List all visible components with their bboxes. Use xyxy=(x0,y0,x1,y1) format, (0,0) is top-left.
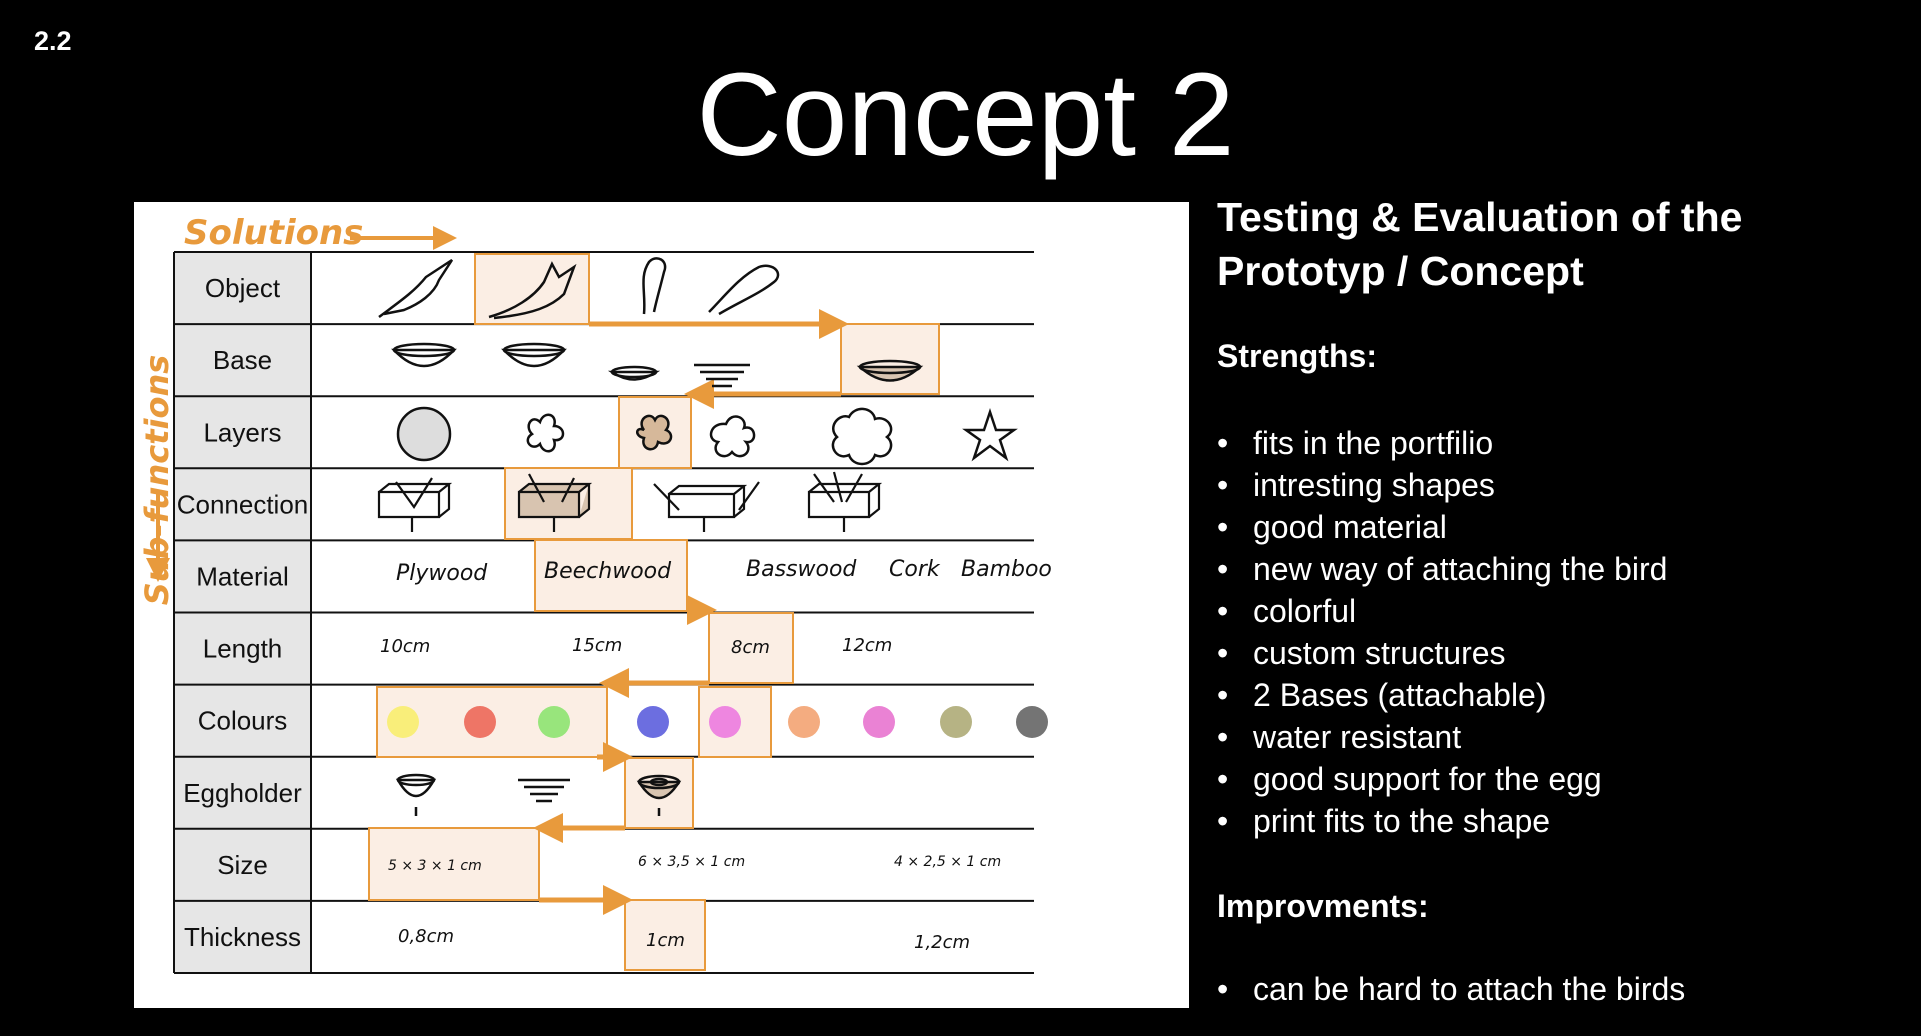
eggholder-layered-icon xyxy=(518,778,570,803)
colour-swatch xyxy=(1016,706,1048,738)
connection-1-icon xyxy=(377,477,453,532)
selected-layer xyxy=(618,396,692,469)
length-10cm: 10cm xyxy=(380,636,430,657)
material-cork: Cork xyxy=(889,557,941,582)
list-item: new way of attaching the bird xyxy=(1217,548,1667,590)
colour-swatch xyxy=(788,706,820,738)
layer-icons xyxy=(396,406,1018,466)
row-label: Base xyxy=(213,345,272,375)
colour-swatches xyxy=(387,706,1048,738)
row-label: Object xyxy=(205,273,281,303)
list-item: 2 Bases (attachable) xyxy=(1217,674,1667,716)
layer-x-shape-icon xyxy=(709,415,756,458)
material-plywood: Plywood xyxy=(396,561,488,586)
list-item: water resistant xyxy=(1217,716,1667,758)
bowl-deep-icon xyxy=(391,348,457,368)
slide-title: Concept 2 xyxy=(696,49,1235,181)
length-options: 10cm 15cm 8cm 12cm xyxy=(380,635,892,658)
selected-base xyxy=(840,323,940,395)
solutions-label: Solutions xyxy=(184,213,363,253)
layer-flower-icon xyxy=(526,413,565,453)
selected-material xyxy=(534,539,688,612)
list-item: can be hard to attach the birds xyxy=(1217,968,1685,1010)
list-item: custom structures xyxy=(1217,632,1667,674)
list-item: fits in the portfilio xyxy=(1217,422,1667,464)
row-label: Length xyxy=(203,634,283,664)
row-labels: ObjectBaseLayersConnectionMaterialLength… xyxy=(177,273,309,952)
colour-swatch xyxy=(387,706,419,738)
base-layered-icon xyxy=(694,363,750,388)
connection-3-icon xyxy=(653,481,760,532)
list-item: good material xyxy=(1217,506,1667,548)
improvements-title: Improvments: xyxy=(1217,888,1429,924)
base-icons xyxy=(391,342,924,388)
row-label: Eggholder xyxy=(183,778,302,808)
row-label: Thickness xyxy=(184,922,301,952)
colour-swatch xyxy=(637,706,669,738)
bird-parrot-icon xyxy=(708,264,780,316)
bowl-deep-rim-icon xyxy=(392,342,456,358)
material-beechwood: Beechwood xyxy=(544,559,672,584)
selection-path xyxy=(533,309,849,915)
selected-object xyxy=(474,253,590,325)
bird-perched-icon xyxy=(642,257,667,315)
layer-circle-icon xyxy=(396,406,452,462)
selected-thickness xyxy=(624,899,706,971)
material-options: Plywood Beechwood Basswood Cork Bamboo xyxy=(396,557,1052,586)
colour-swatch xyxy=(709,706,741,738)
colour-swatch xyxy=(940,706,972,738)
colour-swatch xyxy=(464,706,496,738)
material-bamboo: Bamboo xyxy=(961,557,1052,582)
list-item: good support for the egg xyxy=(1217,758,1667,800)
colour-swatch xyxy=(863,706,895,738)
slide-number: 2.2 xyxy=(34,26,72,56)
object-icons xyxy=(378,257,780,320)
thickness-options: 0,8cm 1cm 1,2cm xyxy=(398,926,970,953)
connection-icons xyxy=(377,471,883,532)
thickness-08: 0,8cm xyxy=(398,926,454,947)
strengths-list: fits in the portfilio intresting shapes … xyxy=(1217,422,1667,842)
bowl-round-icon xyxy=(501,348,567,368)
length-12cm: 12cm xyxy=(842,635,892,656)
row-label: Layers xyxy=(203,417,281,447)
thickness-1: 1cm xyxy=(646,930,685,951)
connection-2-icon xyxy=(517,473,593,532)
size-options: 5 × 3 × 1 cm 6 × 3,5 × 1 cm 4 × 2,5 × 1 … xyxy=(388,854,1001,874)
morph-chart: Solutions Sub-functions ObjectBaseLayers… xyxy=(138,213,1052,974)
layer-star-icon xyxy=(962,408,1018,462)
material-basswood: Basswood xyxy=(746,557,857,582)
length-8cm: 8cm xyxy=(731,637,770,658)
thickness-12: 1,2cm xyxy=(914,932,970,953)
size-option-1: 5 × 3 × 1 cm xyxy=(388,858,482,874)
list-item: colorful xyxy=(1217,590,1667,632)
bird-gliding-icon xyxy=(488,261,577,320)
eggholder-icons xyxy=(395,773,682,816)
row-label: Material xyxy=(196,561,288,591)
row-label: Connection xyxy=(177,489,309,519)
layer-cloud-icon xyxy=(831,407,893,466)
layer-selected-icon xyxy=(636,414,673,451)
list-item: intresting shapes xyxy=(1217,464,1667,506)
connection-4-icon xyxy=(807,471,883,532)
colour-swatch xyxy=(538,706,570,738)
bird-flying-icon xyxy=(378,258,454,319)
selected-size xyxy=(368,827,540,901)
strengths-title: Strengths: xyxy=(1217,338,1377,374)
row-label: Colours xyxy=(198,706,288,736)
length-15cm: 15cm xyxy=(572,635,622,656)
size-option-3: 4 × 2,5 × 1 cm xyxy=(894,854,1001,870)
improvements-list: can be hard to attach the birds xyxy=(1217,968,1685,1010)
selected-length xyxy=(708,612,794,684)
evaluation-heading: Testing & Evaluation of the Prototyp / C… xyxy=(1217,194,1743,294)
row-label: Size xyxy=(217,850,268,880)
list-item: print fits to the shape xyxy=(1217,800,1667,842)
evaluation-panel: Testing & Evaluation of the Prototyp / C… xyxy=(1217,190,1897,1010)
size-option-2: 6 × 3,5 × 1 cm xyxy=(638,854,745,870)
